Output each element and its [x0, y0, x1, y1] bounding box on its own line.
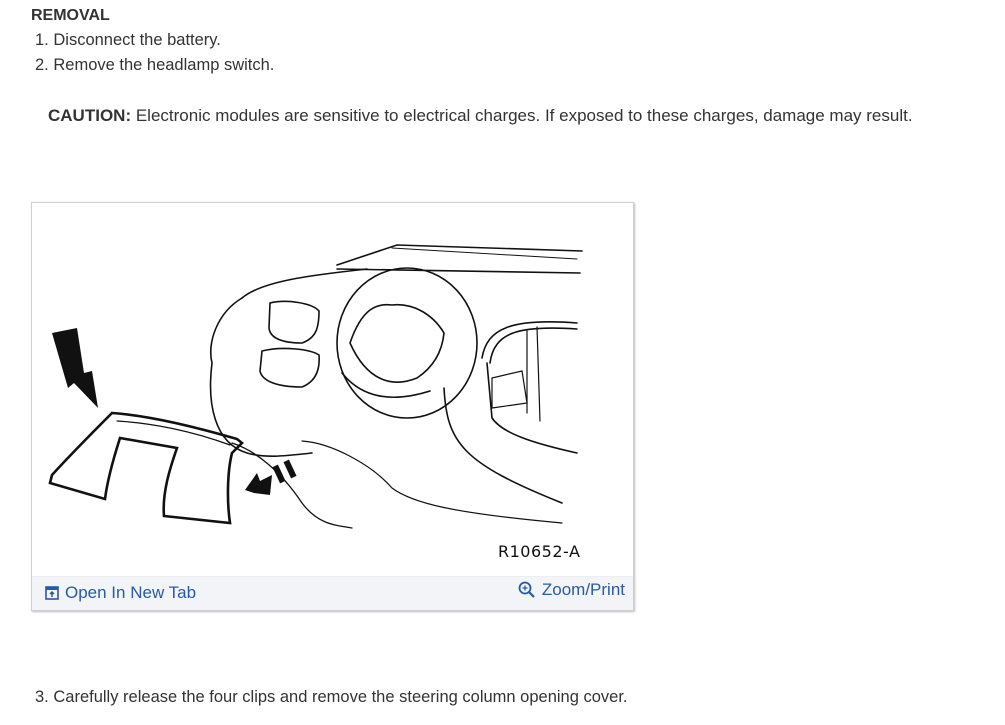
step-2: 2. Remove the headlamp switch. [35, 56, 274, 75]
zoom-print-label: Zoom/Print [541, 580, 625, 599]
figure-container: R10652-A Open In New Tab Zoom/Print [31, 202, 634, 611]
zoom-in-icon [518, 581, 535, 598]
section-heading: REMOVAL [31, 7, 110, 24]
figure-footer: Open In New Tab Zoom/Print [32, 576, 633, 610]
caution-text: Electronic modules are sensitive to elec… [131, 106, 913, 125]
step-number: 3. [35, 688, 49, 706]
caution-note: CAUTION: Electronic modules are sensitiv… [48, 106, 913, 126]
zoom-print-link[interactable]: Zoom/Print [518, 580, 625, 600]
step-number: 2. [35, 56, 49, 74]
step-1: 1. Disconnect the battery. [35, 31, 221, 50]
open-new-tab-icon [45, 586, 59, 600]
step-3: 3. Carefully release the four clips and … [35, 688, 628, 707]
step-text: Disconnect the battery. [53, 31, 221, 49]
steering-column-cover-illustration [48, 244, 583, 529]
open-in-new-tab-label: Open In New Tab [65, 583, 197, 602]
figure-label: R10652-A [498, 542, 581, 561]
step-text: Carefully release the four clips and rem… [53, 688, 628, 706]
open-in-new-tab-link[interactable]: Open In New Tab [45, 583, 196, 603]
step-text: Remove the headlamp switch. [53, 56, 275, 74]
step-number: 1. [35, 31, 49, 49]
caution-label: CAUTION: [48, 106, 132, 125]
